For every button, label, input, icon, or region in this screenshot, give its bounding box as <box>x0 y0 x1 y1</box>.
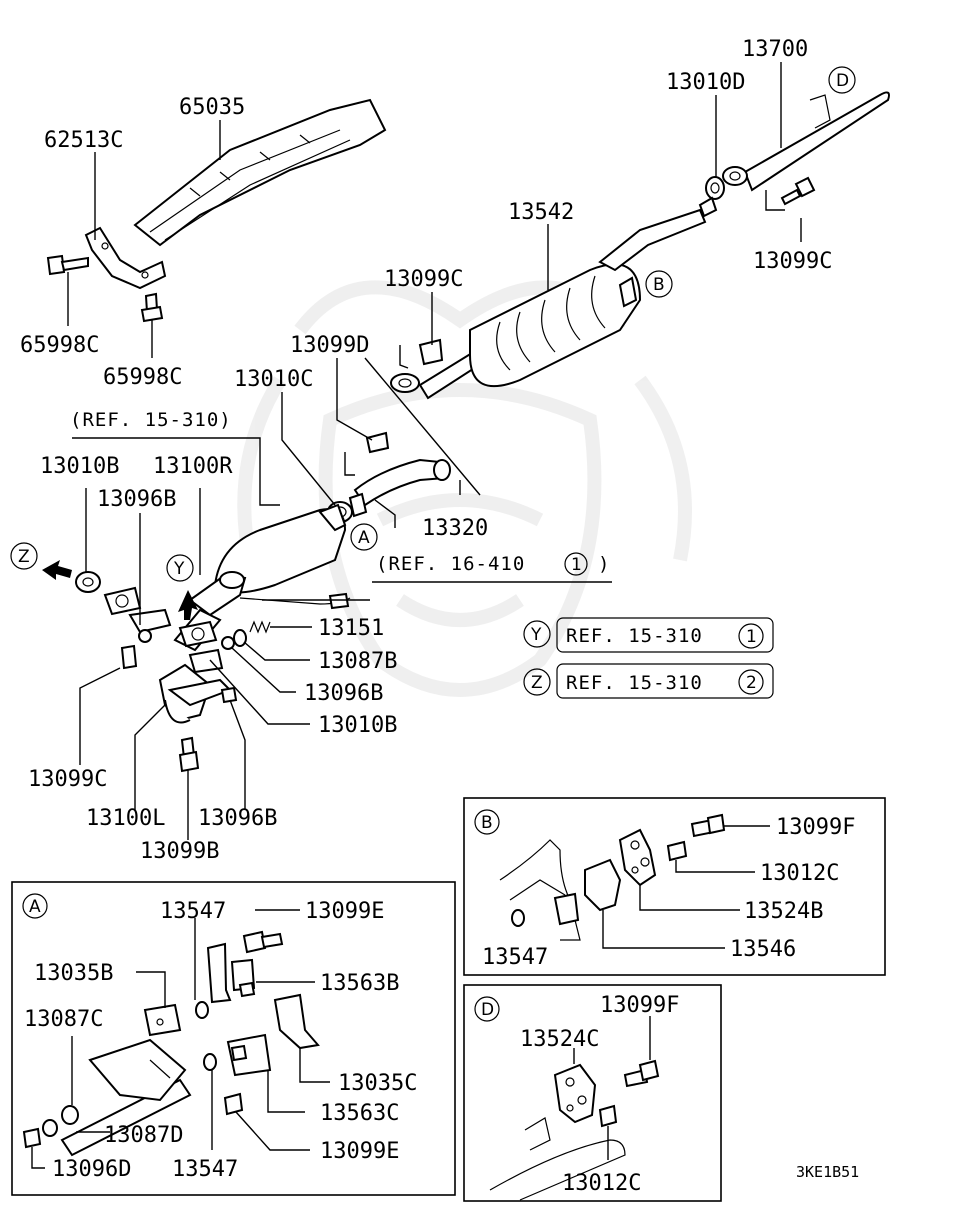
inset-b: B 13099F 13012C 13524B 13547 13546 <box>463 797 886 976</box>
nut-13096b-b <box>221 636 235 650</box>
main-labels: 13700 13010D 13099C 65035 62513C 65998C … <box>20 37 832 864</box>
label-13096b-top: 13096B <box>97 487 176 512</box>
marker-a: A <box>358 528 370 548</box>
nut-13096b-a <box>138 629 152 643</box>
inset-a-label-13099e-bottom: 13099E <box>320 1139 399 1164</box>
label-13320: 13320 <box>422 516 488 541</box>
muffler-13542 <box>390 196 718 400</box>
inset-b-tag: B <box>481 813 493 833</box>
inset-a-label-13087d: 13087D <box>104 1123 183 1148</box>
ref-box-y: Y REF. 15-310 1 <box>523 617 774 653</box>
inset-a-label-13563b: 13563B <box>320 971 399 996</box>
inset-a-label-13035b: 13035B <box>34 961 113 986</box>
spring-13151 <box>249 620 271 634</box>
label-13096b-low: 13096B <box>198 806 277 831</box>
tailpipe-13700 <box>722 91 890 192</box>
bolt-13099c-top <box>780 176 816 206</box>
inset-a-label-13563c: 13563C <box>320 1101 399 1126</box>
label-13010b-top: 13010B <box>40 454 119 479</box>
bolt-13099d <box>365 431 390 454</box>
sensor-connector <box>239 592 351 610</box>
label-13100r: 13100R <box>153 454 233 479</box>
bolt-13099c-low <box>120 644 138 670</box>
label-65998c-bottom: 65998C <box>103 365 182 390</box>
gasket-13010d <box>705 176 725 200</box>
label-13100l: 13100L <box>86 806 165 831</box>
inset-d-label-13012c: 13012C <box>562 1171 641 1196</box>
ref-box-y-text: REF. 15-310 <box>566 625 703 647</box>
label-65035: 65035 <box>179 95 245 120</box>
inset-d: D 13099F 13524C 13012C <box>463 984 722 1202</box>
bolt-13099b <box>178 736 200 773</box>
label-62513c: 62513C <box>44 128 123 153</box>
inset-a-label-13547-bottom: 13547 <box>172 1157 238 1182</box>
label-13010b-low: 13010B <box>318 713 397 738</box>
ref-16-410-close: ) <box>598 553 610 575</box>
manifold-flange <box>103 586 224 674</box>
ref-15-310: (REF. 15-310) <box>70 409 232 431</box>
label-13099d: 13099D <box>290 333 369 358</box>
marker-d: D <box>836 71 849 91</box>
label-13151: 13151 <box>318 616 384 641</box>
nut-13096b-c <box>220 686 238 704</box>
label-13542: 13542 <box>508 200 574 225</box>
inset-d-label-13524c: 13524C <box>520 1027 599 1052</box>
arrow-z-icon <box>42 560 72 580</box>
label-13099c-mid: 13099C <box>384 267 463 292</box>
label-13099b: 13099B <box>140 839 219 864</box>
label-13087b: 13087B <box>318 649 397 674</box>
marker-b: B <box>653 275 665 295</box>
bolt-65998c-bottom <box>140 292 164 323</box>
inset-b-label-13524b: 13524B <box>744 899 823 924</box>
diagram-code: 3KE1B51 <box>796 1163 859 1181</box>
gasket-13010b-left <box>75 571 101 593</box>
inset-d-label-13099f: 13099F <box>600 993 679 1018</box>
front-pipe-13320 <box>327 458 451 523</box>
marker-z: Z <box>18 547 30 567</box>
references: (REF. 15-310) (REF. 16-410 1 ) Y REF. 15… <box>70 409 774 699</box>
inset-a-label-13547-top: 13547 <box>160 899 226 924</box>
catalytic-converter <box>213 503 347 594</box>
exhaust-manifold-13100l <box>158 663 232 724</box>
ref-box-y-marker: Y <box>530 625 542 645</box>
ref-box-z: Z REF. 15-310 2 <box>523 663 774 699</box>
ring-13087b <box>233 629 247 647</box>
inset-a-tag: A <box>29 897 41 917</box>
leader-lines <box>67 62 802 840</box>
label-13099c-low: 13099C <box>28 767 107 792</box>
inset-a: A 13547 13099E 13035B 13563B <box>11 881 456 1196</box>
heat-protector-65035 <box>133 98 387 247</box>
inset-d-tag: D <box>481 1000 494 1020</box>
ref-box-z-text: REF. 15-310 <box>566 672 703 694</box>
marker-y: Y <box>173 559 185 579</box>
label-13700: 13700 <box>742 37 808 62</box>
arrow-y-icon <box>178 590 198 620</box>
label-13096b-mid: 13096B <box>304 681 383 706</box>
label-13099c-top: 13099C <box>753 249 832 274</box>
ref-box-z-num: 2 <box>746 673 757 693</box>
bracket-62513c <box>84 226 167 290</box>
inset-a-label-13096d: 13096D <box>52 1157 131 1182</box>
inset-a-label-13035c: 13035C <box>338 1071 417 1096</box>
inset-b-label-13099f: 13099F <box>776 815 855 840</box>
inset-a-label-13099e-top: 13099E <box>305 899 384 924</box>
ref-16-410: (REF. 16-410 <box>376 553 525 575</box>
bolt-13099c-mid <box>418 338 444 366</box>
ref-16-410-num: 1 <box>571 555 582 575</box>
label-65998c-left: 65998C <box>20 333 99 358</box>
inset-b-label-13012c: 13012C <box>760 861 839 886</box>
bolt-65998c-left <box>46 254 89 276</box>
markers: D B A Y Z <box>10 66 856 582</box>
inset-b-label-13547: 13547 <box>482 945 548 970</box>
ref-box-y-num: 1 <box>746 627 757 647</box>
ref-box-z-marker: Z <box>531 673 543 693</box>
inset-a-label-13087c: 13087C <box>24 1007 103 1032</box>
label-13010d: 13010D <box>666 70 745 95</box>
inset-b-label-13546: 13546 <box>730 937 796 962</box>
label-13010c: 13010C <box>234 367 313 392</box>
